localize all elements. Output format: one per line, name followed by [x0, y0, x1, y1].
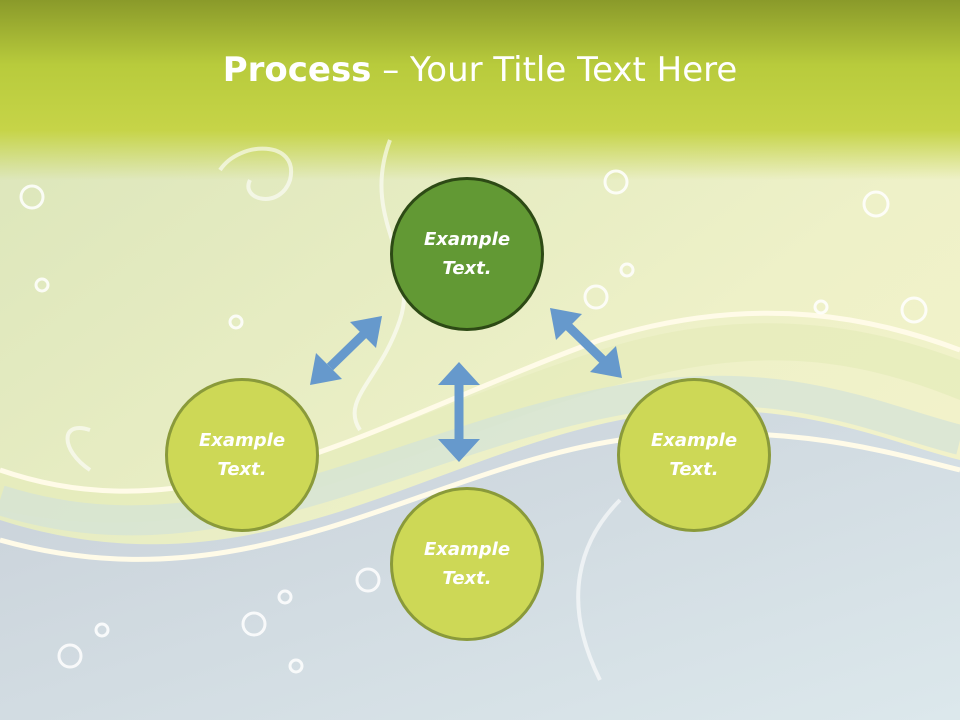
node-text: Text.: [442, 258, 492, 279]
node-text: Example: [198, 430, 286, 451]
node-text: Example: [650, 430, 738, 451]
node-text: Text.: [442, 568, 492, 589]
title-bold: Process: [222, 50, 372, 90]
node-text: Example: [423, 539, 511, 560]
title-rest: – Your Title Text Here: [371, 50, 738, 90]
node-text: Text.: [669, 459, 719, 480]
node-text: Text.: [217, 459, 267, 480]
slide-title: Process – Your Title Text Here: [0, 50, 960, 90]
node-text: Example: [423, 229, 511, 250]
